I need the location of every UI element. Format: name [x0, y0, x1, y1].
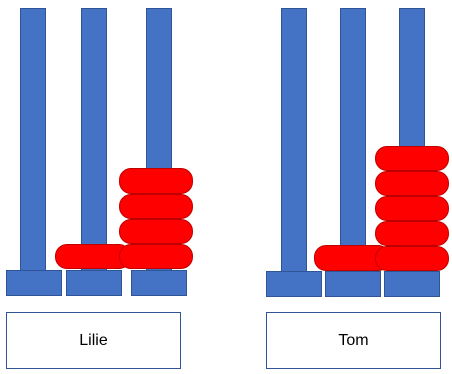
abacus-tom-bead	[375, 196, 449, 221]
abacus-tom-rod-1	[281, 8, 307, 272]
abacus-lilie-bead	[119, 194, 193, 219]
abacus-lilie-base-1	[6, 270, 62, 296]
abacus-tom-bead	[375, 246, 449, 271]
abacus-lilie-bead	[55, 244, 131, 269]
abacus-tom-bead	[375, 221, 449, 246]
abacus-lilie-bead	[119, 244, 193, 269]
abacus-lilie-base-3	[131, 270, 187, 296]
abacus-tom-base-2	[325, 271, 381, 297]
abacus-tom-rod-2	[340, 8, 366, 272]
abacus-tom-bead	[375, 171, 449, 196]
abacus-tom-base-1	[266, 271, 322, 297]
abacus-lilie-label: Lilie	[6, 312, 181, 369]
abacus-tom-bead	[375, 146, 449, 171]
abacus-lilie-base-2	[66, 270, 122, 296]
abacus-tom-base-3	[384, 271, 440, 297]
abacus-lilie-rod-1	[20, 8, 46, 272]
abacus-lilie-rod-2	[81, 8, 107, 272]
abacus-tom-label: Tom	[266, 312, 441, 369]
abacus-lilie-bead	[119, 168, 193, 194]
abacus-lilie-bead	[119, 219, 193, 244]
